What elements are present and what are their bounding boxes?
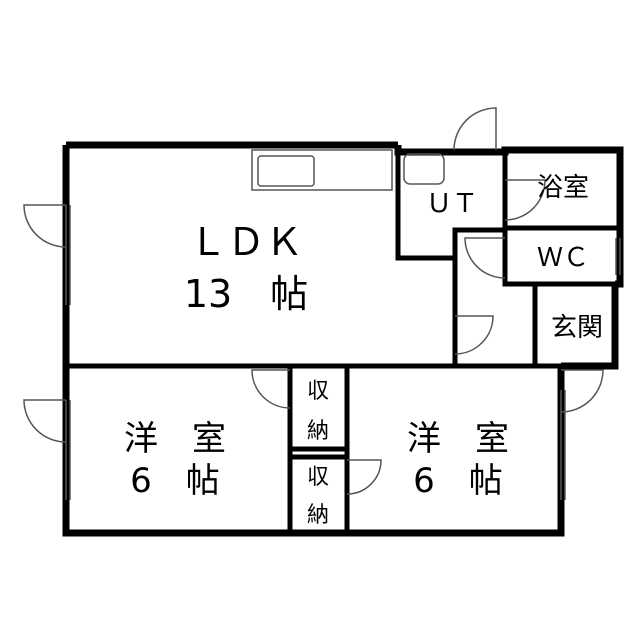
western-room-left-name: 洋 室 (124, 419, 226, 459)
western-room-right-size: 6 帖 (413, 461, 503, 501)
wc-wall (502, 230, 620, 287)
storage-top-label-2: 納 (307, 419, 329, 444)
ldk-size: 13 帖 (184, 272, 308, 316)
kitchen-counter (251, 149, 393, 191)
entrance-wall (452, 258, 538, 366)
bath-label: 浴室 (537, 173, 589, 203)
western-room-left-size: 6 帖 (130, 461, 220, 501)
entrance-label: 玄関 (551, 313, 603, 343)
doors (23, 107, 604, 495)
wc-label: ＷＣ (537, 243, 589, 273)
washbasin-icon (403, 153, 445, 185)
ldk-name: ＬＤＫ (189, 220, 303, 264)
storage-bottom-label-1: 収 (307, 465, 329, 490)
walls (62, 141, 624, 537)
ut-label: ＵＴ (426, 189, 478, 219)
storage-wall (287, 366, 350, 533)
outer-wall (62, 141, 624, 537)
storage-top-label-1: 収 (307, 379, 329, 404)
western-room-right-name: 洋 室 (407, 419, 509, 459)
windows (65, 205, 621, 500)
storage-bottom-label-2: 納 (307, 503, 329, 528)
sink-icon (257, 155, 315, 187)
